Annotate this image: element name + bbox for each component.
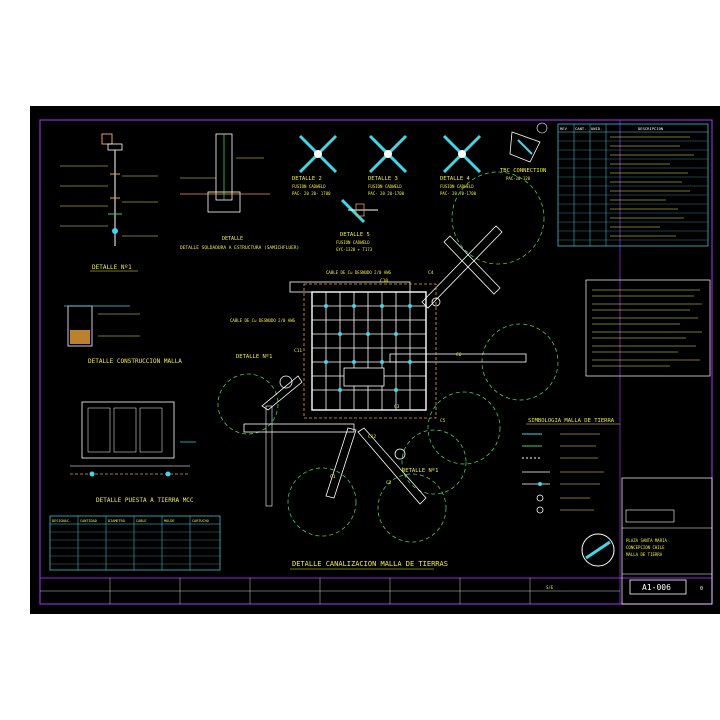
simbologia-title: SIMBOLOGIA MALLA DE TIERRA [528, 418, 615, 424]
cad-drawing-sheet: DETALLE Nº1 DETALLE CONSTRUCCION MALLA D… [30, 106, 720, 614]
detalle-5-sub: FUSION CADWELD [336, 240, 370, 245]
detalle-soldadura: DETALLE DETALLE SOLDADURA A ESTRUCTURA (… [180, 133, 299, 251]
tbc-code: PAC-20-120 [506, 176, 531, 181]
detalle-2-title: DETALLE 2 [292, 176, 322, 182]
table-header-3: CABLE [136, 519, 147, 523]
detalle-label: DETALLE [222, 236, 243, 242]
grid-nodes [324, 304, 412, 392]
scale-label: S/E [546, 585, 554, 590]
cad-drawing: DETALLE Nº1 DETALLE CONSTRUCCION MALLA D… [39, 119, 713, 605]
grounding-grid-lines [312, 292, 426, 410]
detalle-3-sub: FUSION CADWELD [368, 184, 402, 189]
detalle-puesta-tierra: DETALLE PUESTA A TIERRA MCC [70, 401, 196, 504]
label-c12: C12 [368, 434, 376, 440]
revision-number: 0 [700, 586, 703, 592]
detalle-4-code: PAC- 20 70-1700 [440, 191, 477, 196]
bottom-strip-cells [40, 578, 620, 604]
sheet-border [39, 119, 713, 605]
main-drawing-title: DETALLE CANALIZACION MALLA DE TIERRAS [292, 560, 448, 568]
table-header-2: DIAMETRO [108, 519, 125, 523]
main-plan: C10 C11 C12 C4 C6 C5 C2 C1 C3 CABLE DE C… [217, 171, 559, 570]
rev-header-0: REV [560, 126, 568, 131]
detalle-2: DETALLE 2 FUSION CADWELD PAC- 20 20- 170… [292, 134, 338, 196]
tbc-connection: TBC CONNECTION PAC-20-120 [500, 122, 548, 181]
project-line1: PLAZA SANTA MARIA [626, 538, 668, 543]
label-c10: C10 [380, 278, 388, 284]
sheet-number: A1-006 [642, 583, 671, 592]
detalle-5-title: DETALLE 5 [340, 232, 370, 238]
bottom-data-table: DESIGNAC. CANTIDAD DIAMETRO CABLE MOLDE … [49, 515, 221, 571]
label-c2: C2 [386, 480, 392, 486]
tree-circles [217, 171, 559, 543]
simbologia-legend: SIMBOLOGIA MALLA DE TIERRA [522, 418, 620, 514]
label-c5: C5 [440, 418, 446, 424]
company-seal-icon [581, 533, 615, 567]
detalle-puesta-title: DETALLE PUESTA A TIERRA MCC [96, 497, 194, 504]
title-block: PLAZA SANTA MARIA CONCEPCION CHILE MALLA… [546, 477, 713, 605]
detalle-4: DETALLE 4 FUSION CADWELD PAC- 20 70-1700 [440, 134, 482, 196]
label-c11: C11 [294, 348, 302, 354]
detalle-2-sub: FUSION CADWELD [292, 184, 326, 189]
detalle-4-sub: FUSION CADWELD [440, 184, 474, 189]
detalle-3: DETALLE 3 FUSION CADWELD PAC- 20 20-1700 [368, 134, 408, 196]
detalle-1-mid-title: DETALLE Nº1 [236, 353, 272, 360]
detalle-construccion-malla: DETALLE CONSTRUCCION MALLA [64, 305, 182, 365]
cable-top-label: CABLE DE Cu DESNUDO 2/0 AWG [326, 270, 392, 275]
detalle-5-code: GYC-1320 + T173 [336, 247, 373, 252]
revision-table: REV CANT. UNID. DESCRIPCION [557, 123, 709, 247]
detalle-soldadura-title: DETALLE SOLDADURA A ESTRUCTURA (SAMICHFL… [180, 245, 299, 251]
table-header-1: CANTIDAD [80, 519, 97, 523]
notes-box [585, 279, 711, 377]
tbc-title: TBC CONNECTION [500, 168, 546, 174]
table-header-4: MOLDE [164, 519, 175, 523]
detalle-2-code: PAC- 20 20- 1700 [292, 191, 331, 196]
detalle-4-title: DETALLE 4 [440, 176, 470, 182]
table-header-5: CARTUCHO [192, 519, 209, 523]
detalle-1-bottom-title: DETALLE Nº1 [402, 467, 438, 474]
detalle-3-code: PAC- 20 20-1700 [368, 191, 405, 196]
rev-header-1: CANT. [575, 126, 586, 131]
rev-header-2: UNID. [591, 126, 602, 131]
detalle-1-left-title: DETALLE Nº1 [92, 264, 132, 271]
rev-header-3: DESCRIPCION [638, 126, 664, 131]
label-c4: C4 [428, 270, 434, 276]
detalle-construccion-title: DETALLE CONSTRUCCION MALLA [88, 358, 182, 365]
detalle-3-title: DETALLE 3 [368, 176, 398, 182]
detalle-1-left: DETALLE Nº1 [60, 133, 158, 272]
detalle-5: DETALLE 5 FUSION CADWELD GYC-1320 + T173 [336, 198, 378, 252]
label-c3: C3 [394, 404, 400, 410]
project-line3: MALLA DE TIERRA [626, 552, 663, 557]
grounding-grid-frame [311, 291, 427, 411]
label-c1: C1 [330, 474, 336, 480]
label-c6: C6 [456, 352, 462, 358]
table-header-0: DESIGNAC. [52, 519, 71, 523]
cable-left-label: CABLE DE Cu DESNUDO 2/0 AWG [230, 318, 296, 323]
project-line2: CONCEPCION CHILE [626, 545, 665, 550]
